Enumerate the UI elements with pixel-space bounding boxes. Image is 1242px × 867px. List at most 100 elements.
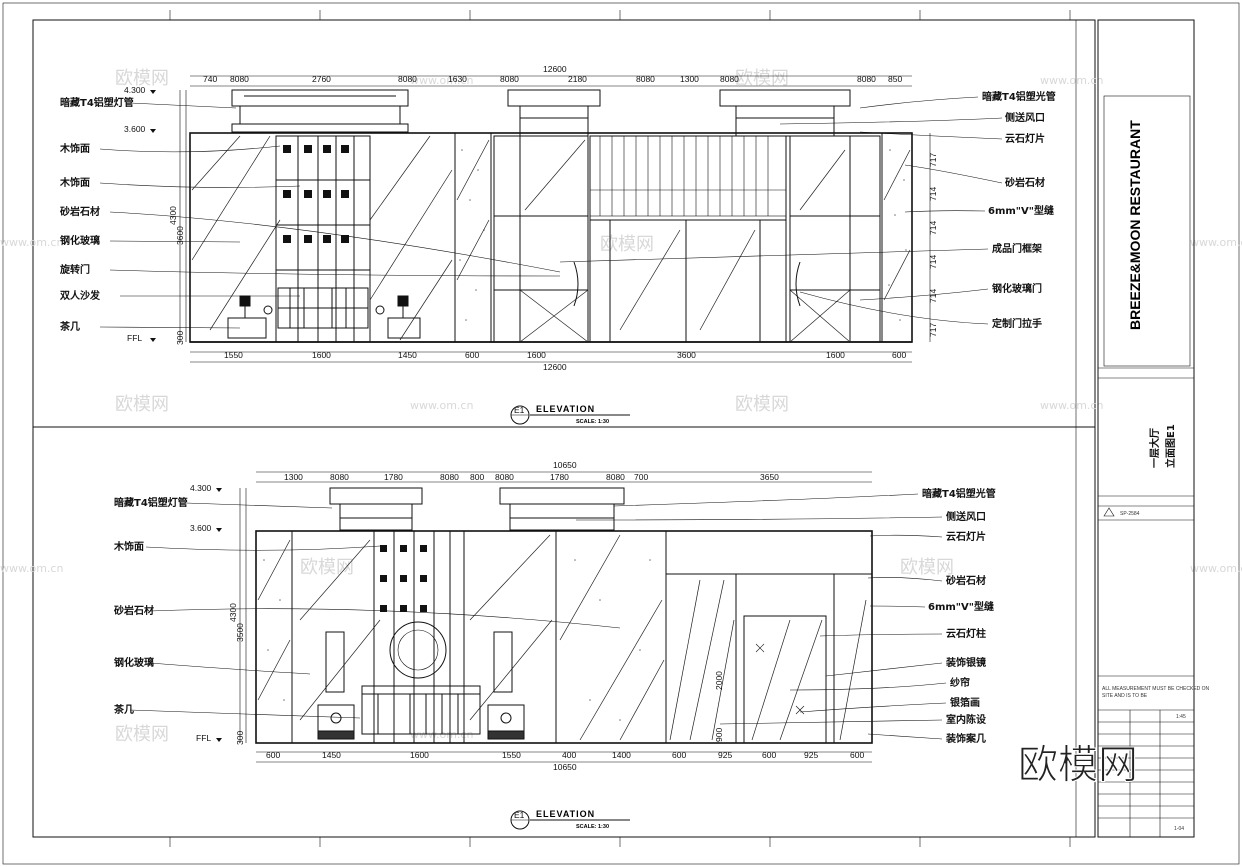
svg-text:3500: 3500 — [235, 623, 245, 642]
svg-text:双人沙发: 双人沙发 — [60, 289, 101, 302]
svg-text:室内陈设: 室内陈设 — [946, 713, 986, 726]
tb-sheet-no: 1-04 — [1174, 826, 1184, 832]
svg-text:钢化玻璃: 钢化玻璃 — [114, 656, 154, 669]
svg-text:砂岩石材: 砂岩石材 — [945, 574, 986, 587]
sandstone-column-top-left — [454, 132, 492, 343]
watermark-brand: 欧模网 — [600, 234, 654, 255]
svg-text:714: 714 — [928, 221, 938, 235]
svg-text:FFL: FFL — [196, 733, 211, 743]
svg-text:砂岩石材: 砂岩石材 — [59, 205, 100, 218]
svg-text:600: 600 — [266, 750, 280, 760]
watermark-url: www.om.cn — [410, 74, 473, 87]
stone-stipple-bottom — [263, 559, 651, 721]
decorative-ring-b — [389, 621, 447, 679]
svg-text:4.300: 4.300 — [124, 85, 146, 95]
svg-text:6mm"V"型缝: 6mm"V"型缝 — [928, 600, 994, 613]
glass-hatch-left — [191, 135, 453, 341]
svg-text:3.600: 3.600 — [190, 523, 212, 533]
svg-text:1300: 1300 — [680, 74, 699, 84]
watermark-url: www.om.cn — [1040, 74, 1103, 87]
level-marks-top: 4.300 3.600 FFL — [124, 85, 156, 343]
svg-text:3.600: 3.600 — [124, 124, 146, 134]
sandstone-column-top-right — [881, 132, 913, 343]
svg-text:暗藏T4铝塑灯管: 暗藏T4铝塑灯管 — [60, 96, 134, 109]
height-dims-bottom: 4300 3500 300 — [228, 488, 247, 745]
drawing-title-2: 立面图E1 — [1164, 424, 1177, 468]
watermark-brand: 欧模网 — [300, 557, 354, 578]
labels-left-top: 暗藏T4铝塑灯管 木饰面 木饰面 砂岩石材 钢化玻璃 旋转门 双人沙发 茶几 — [59, 96, 134, 333]
dim-row-top: 740 8080 2760 8080 1630 8080 2180 8080 1… — [203, 74, 902, 84]
svg-text:6mm"V"型缝: 6mm"V"型缝 — [988, 204, 1054, 217]
svg-text:云石灯片: 云石灯片 — [946, 530, 986, 543]
svg-text:2760: 2760 — [312, 74, 331, 84]
svg-text:8080: 8080 — [330, 472, 349, 482]
svg-text:侧送风口: 侧送风口 — [1005, 111, 1045, 124]
watermark-brand: 欧模网 — [735, 68, 789, 89]
door-glass-diagonals-top — [519, 139, 851, 343]
stone-hatch-bottom — [257, 534, 665, 741]
svg-text:1550: 1550 — [224, 350, 243, 360]
svg-text:8080: 8080 — [720, 74, 739, 84]
watermark-url: www.om.cn — [0, 562, 63, 575]
svg-text:4300: 4300 — [228, 603, 238, 622]
labels-left-bottom: 暗藏T4铝塑灯管 木饰面 砂岩石材 钢化玻璃 茶几 — [113, 496, 188, 716]
svg-text:纱帘: 纱帘 — [949, 676, 970, 689]
note-2: SITE AND IS TO BE — [1102, 693, 1148, 699]
title-block-rows — [1098, 709, 1194, 837]
svg-text:暗藏T4铝塑光管: 暗藏T4铝塑光管 — [982, 90, 1056, 103]
svg-text:300: 300 — [235, 731, 245, 745]
frame-grid-ticks — [169, 10, 1071, 847]
drawing-title-1: 一层大厅 — [1148, 428, 1161, 468]
svg-text:3650: 3650 — [760, 472, 779, 482]
svg-text:8080: 8080 — [398, 74, 417, 84]
watermark-brand: 欧模网 — [735, 394, 789, 415]
svg-text:4300: 4300 — [168, 206, 178, 225]
svg-text:1600: 1600 — [312, 350, 331, 360]
svg-text:1450: 1450 — [398, 350, 417, 360]
svg-text:SCALE: 1:30: SCALE: 1:30 — [576, 419, 609, 425]
svg-text:木饰面: 木饰面 — [59, 176, 90, 189]
svg-text:云石灯柱: 云石灯柱 — [946, 627, 986, 640]
svg-text:钢化玻璃门: 钢化玻璃门 — [992, 282, 1042, 295]
brand-logo-watermark: 欧模网 — [1018, 742, 1138, 788]
svg-text:925: 925 — [804, 750, 818, 760]
elevation-top: 12600 740 8080 2760 8080 1630 8080 2180 … — [59, 64, 1056, 425]
lamp-table-right-b — [487, 631, 525, 740]
elevation-tag-bottom: E1 ELEVATION SCALE: 1:30 — [510, 809, 630, 830]
svg-text:E1: E1 — [514, 810, 525, 820]
svg-text:3600: 3600 — [175, 226, 185, 245]
right-height-dims-top: 717 714 714 714 714 717 — [928, 133, 938, 342]
watermark-url: www.om.cn — [1190, 562, 1242, 575]
svg-text:700: 700 — [634, 472, 648, 482]
door-handle-left — [573, 261, 579, 307]
dim-overall-bottom: 12600 — [543, 362, 567, 372]
svg-text:木饰面: 木饰面 — [113, 540, 144, 553]
svg-text:E1: E1 — [514, 405, 525, 415]
elevation-bottom: 10650 1300 8080 1780 8080 800 8080 1780 … — [113, 460, 996, 830]
svg-text:3600: 3600 — [677, 350, 696, 360]
project-name: BREEZE&MOON RESTAURANT — [1127, 120, 1143, 330]
title-block: BREEZE&MOON RESTAURANT 一层大厅 立面图E1 SP-258… — [1018, 19, 1210, 838]
svg-text:定制门拉手: 定制门拉手 — [992, 317, 1042, 330]
svg-text:旋转门: 旋转门 — [59, 263, 90, 276]
svg-text:2180: 2180 — [568, 74, 587, 84]
svg-text:1300: 1300 — [284, 472, 303, 482]
elevation-tag-top: E1 ELEVATION SCALE: 1:30 — [510, 404, 630, 425]
leaders-right-bottom — [575, 493, 947, 740]
svg-text:1550: 1550 — [502, 750, 521, 760]
svg-text:300: 300 — [175, 331, 185, 345]
marble-slat-panel-top — [589, 135, 787, 217]
svg-text:714: 714 — [928, 289, 938, 303]
svg-text:装饰银镜: 装饰银镜 — [945, 656, 986, 669]
svg-text:ELEVATION: ELEVATION — [536, 809, 595, 819]
svg-text:8080: 8080 — [440, 472, 459, 482]
side-table-left-top — [227, 295, 273, 339]
svg-text:714: 714 — [928, 187, 938, 201]
screen-pattern-bottom — [380, 545, 427, 612]
dim-overall-top-b: 10650 — [553, 460, 577, 470]
svg-text:600: 600 — [850, 750, 864, 760]
sandstone-panel-b-left — [255, 530, 293, 744]
svg-text:1600: 1600 — [410, 750, 429, 760]
svg-text:装饰案几: 装饰案几 — [945, 732, 986, 745]
labels-right-top: 暗藏T4铝塑光管 侧送风口 云石灯片 砂岩石材 6mm"V"型缝 成品门框架 钢… — [982, 90, 1056, 330]
